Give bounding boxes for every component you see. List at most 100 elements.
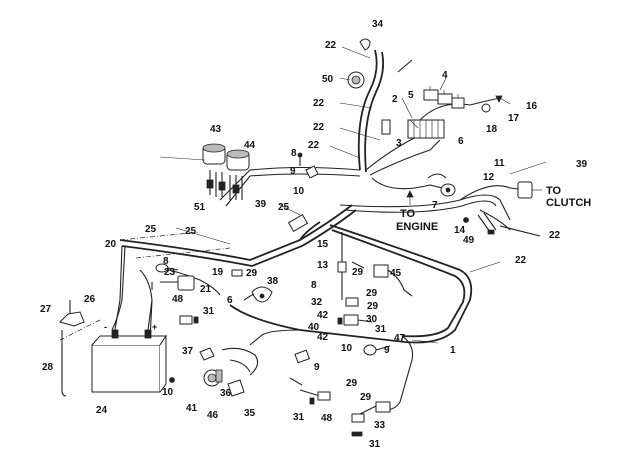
- callout: 17: [508, 113, 520, 124]
- callout: 43: [210, 124, 222, 135]
- callout: 39: [576, 159, 588, 170]
- leader-lines: [159, 46, 547, 344]
- callout: 36: [220, 388, 232, 399]
- callout: 10: [341, 343, 353, 354]
- callout: 30: [366, 314, 378, 325]
- switch-45: [351, 261, 413, 297]
- wire-22-right: [499, 225, 541, 237]
- callout: 31: [203, 306, 215, 317]
- callout: 10: [162, 387, 174, 398]
- callout-numbers: 34 22 50 4 5 16 2 17 18 22 22 43 44 3 6 …: [40, 19, 588, 450]
- callout: 31: [369, 439, 381, 450]
- callout: 38: [267, 276, 279, 287]
- callout: 41: [186, 403, 198, 414]
- callout: 22: [313, 122, 325, 133]
- callout: 20: [105, 239, 117, 250]
- left-harness-branch: [111, 204, 357, 341]
- svg-text:-: -: [104, 322, 107, 332]
- callout: 51: [194, 202, 206, 213]
- callout: 11: [494, 158, 505, 169]
- callout: 5: [408, 90, 414, 101]
- connector-48-lower: [299, 389, 331, 405]
- callout: 29: [352, 267, 364, 278]
- connector-14-49: [463, 212, 497, 235]
- callout: 13: [317, 260, 329, 271]
- gauge-left-43: [202, 143, 226, 165]
- callout: 8: [163, 256, 169, 267]
- callout: 47: [394, 333, 406, 344]
- to-engine-line-1: TO: [400, 208, 416, 220]
- relay-block-4: [423, 86, 465, 109]
- upper-harness-trunk: [219, 49, 511, 221]
- callout: 6: [458, 136, 464, 147]
- to-engine-line-2: ENGINE: [396, 221, 438, 233]
- callout: 31: [375, 324, 387, 335]
- callout: 27: [40, 304, 52, 315]
- to-engine-label: TO ENGINE: [396, 190, 438, 233]
- to-clutch-label: TO CLUTCH: [532, 185, 591, 209]
- fuse-holder-23: [155, 263, 179, 273]
- solenoid-21: [151, 275, 195, 291]
- connector-25: [287, 213, 309, 233]
- switch-38: [243, 286, 273, 303]
- switch-30-40: [337, 314, 373, 326]
- bracket-15-13: [337, 232, 359, 307]
- key-switch-group: [199, 347, 259, 397]
- connector-48-31: [179, 315, 199, 325]
- callout: 19: [212, 267, 224, 278]
- callout: 12: [483, 172, 495, 183]
- callout: 25: [145, 224, 157, 235]
- connector-2: [381, 119, 391, 135]
- callout: 7: [432, 200, 438, 211]
- connector-9: [305, 165, 319, 179]
- connector-9-lower: [289, 349, 310, 386]
- callout: 25: [185, 226, 197, 237]
- main-harness-loop: [229, 224, 473, 411]
- callout: 22: [549, 230, 561, 241]
- connector-29-upper: [231, 269, 243, 277]
- callout: 29: [246, 268, 258, 279]
- callout: 15: [317, 239, 329, 250]
- callout: 46: [207, 410, 219, 421]
- callout: 42: [317, 332, 329, 343]
- gauge-connectors: [206, 170, 243, 200]
- callout: 31: [293, 412, 305, 423]
- connector-33: [351, 401, 391, 437]
- battery-hold-down-26: [59, 300, 85, 327]
- callout: 37: [182, 346, 194, 357]
- callout: 24: [96, 405, 108, 416]
- callout: 9: [384, 345, 390, 356]
- callout: 18: [486, 124, 498, 135]
- callout: 16: [526, 101, 538, 112]
- callout: 48: [321, 413, 333, 424]
- callout: 26: [84, 294, 96, 305]
- callout: 8: [311, 280, 317, 291]
- bolt-8: [297, 152, 303, 166]
- to-clutch-line-2: CLUTCH: [546, 197, 591, 209]
- callout: 22: [313, 98, 325, 109]
- callout: 6: [227, 295, 233, 306]
- callout: 50: [322, 74, 334, 85]
- callout: 40: [308, 322, 320, 333]
- battery-24: - +: [91, 245, 167, 393]
- callout: 48: [172, 294, 184, 305]
- plug-34: [359, 38, 371, 51]
- callout: 45: [390, 268, 402, 279]
- diode-16-17-18: [469, 95, 503, 113]
- callout: 28: [42, 362, 54, 373]
- hour-meter-50: [347, 71, 365, 89]
- rod-28: [61, 330, 67, 397]
- callout: 10: [293, 186, 305, 197]
- callout: 14: [454, 225, 466, 236]
- callout: 23: [164, 267, 176, 278]
- callout: 29: [346, 378, 358, 389]
- callout: 1: [450, 345, 456, 356]
- svg-text:+: +: [152, 322, 157, 332]
- fuse-block-3: [407, 119, 445, 139]
- callout: 25: [278, 202, 290, 213]
- callout: 29: [360, 392, 372, 403]
- callout: 35: [244, 408, 256, 419]
- callout: 8: [291, 148, 297, 159]
- callout: 21: [200, 284, 212, 295]
